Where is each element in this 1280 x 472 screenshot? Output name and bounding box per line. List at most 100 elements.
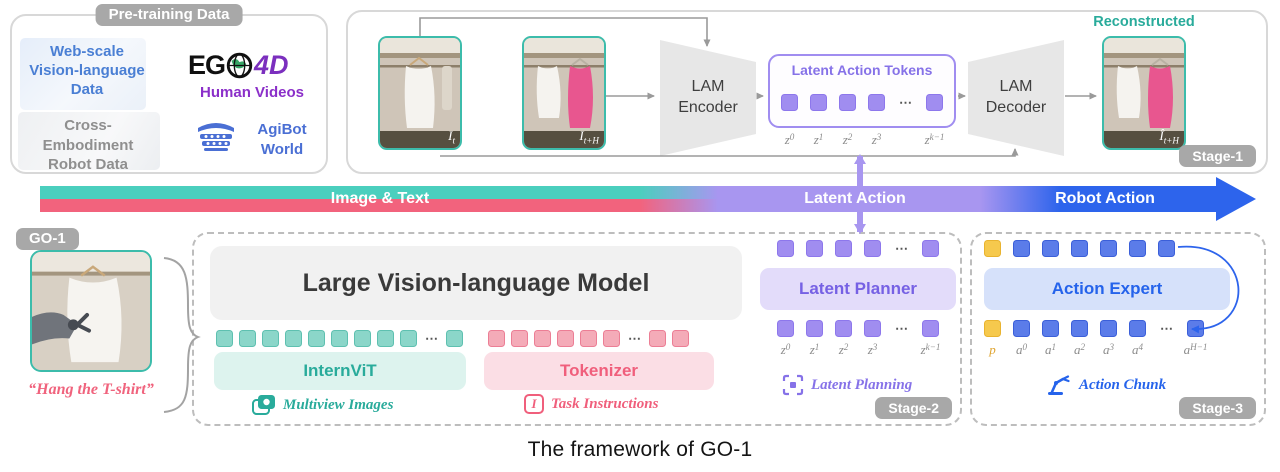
text-token-square — [649, 330, 666, 347]
bar-label-latent-action: Latent Action — [804, 190, 906, 207]
latent-token-square — [864, 320, 881, 337]
action-token-square — [1013, 320, 1030, 337]
latent-token-square — [806, 240, 823, 257]
stage1-badge: Stage-1 — [1179, 145, 1256, 167]
frame-t-plus-h-label: It+H — [579, 128, 599, 146]
action-input-token-strip: ⋯ — [984, 320, 1204, 337]
stage2-badge: Stage-2 — [875, 397, 952, 419]
multiview-images-label: Multiview Images — [283, 396, 394, 413]
token-label-spacer — [1158, 342, 1175, 358]
human-videos-label: Human Videos — [200, 84, 304, 101]
pipeline-bar-top-band — [40, 186, 1216, 199]
colosseum-icon — [198, 123, 234, 151]
latent-planning-caption: Latent Planning — [782, 374, 912, 396]
token-label-spacer — [897, 132, 914, 148]
figure-caption: The framework of GO-1 — [527, 438, 753, 461]
task-instructions-label: Task Instructions — [551, 395, 659, 412]
go1-badge: GO-1 — [16, 228, 79, 250]
task-instructions-icon: I — [524, 394, 544, 414]
text-token-strip: ⋯ — [488, 330, 689, 347]
planner-output-token-strip: ⋯ — [777, 240, 939, 257]
image-token-square — [446, 330, 463, 347]
action-token-square — [1100, 240, 1117, 257]
ellipsis: ⋯ — [425, 330, 438, 346]
ego4d-logo-4d: 4D — [254, 50, 289, 80]
agibot-world-label: AgiBot World — [257, 121, 307, 158]
stage1-token-strip: ⋯ — [781, 94, 943, 111]
pipeline-arrowhead — [1216, 177, 1256, 221]
pipeline-bar-bottom-band — [40, 199, 1216, 212]
bar-label-robot-action: Robot Action — [1055, 190, 1155, 207]
image-token-square — [239, 330, 256, 347]
ellipsis: ⋯ — [899, 94, 912, 110]
ego4d-logo-eg: EG — [188, 50, 226, 80]
task-instructions-caption: I Task Instructions — [524, 394, 658, 414]
image-token-square — [285, 330, 302, 347]
text-token-square — [603, 330, 620, 347]
lam-decoder: LAM Decoder — [968, 40, 1064, 156]
action-token-square — [1071, 320, 1088, 337]
reconstructed-label: Reconstructed — [1093, 14, 1195, 30]
image-token-square — [400, 330, 417, 347]
latent-token-square — [777, 320, 794, 337]
robot-task-photo — [30, 250, 152, 372]
action-chunk-label: Action Chunk — [1079, 376, 1167, 393]
frame-t-photo: It — [378, 36, 462, 150]
frame-t-plus-h-photo: It+H — [522, 36, 606, 150]
image-token-square — [354, 330, 371, 347]
cross-embodiment-label: Cross-Embodiment Robot Data — [42, 117, 134, 173]
latent-token-square — [922, 320, 939, 337]
bar-label-image-text: Image & Text — [330, 190, 430, 207]
action-output-token-strip — [984, 240, 1175, 257]
planner-input-token-strip: ⋯ — [777, 320, 939, 337]
text-token-square — [672, 330, 689, 347]
ego4d-logo: EG 4D — [188, 50, 289, 81]
multiview-images-icon — [252, 395, 275, 415]
ellipsis: ⋯ — [1160, 320, 1173, 336]
ellipsis: ⋯ — [628, 330, 641, 346]
latent-token-square — [806, 320, 823, 337]
ellipsis: ⋯ — [895, 320, 908, 336]
latent-planner-block: Latent Planner — [760, 268, 956, 310]
latent-token-square — [868, 94, 885, 111]
task-instruction-text: “Hang the T-shirt” — [28, 381, 154, 398]
proprio-token-square — [984, 240, 1001, 257]
tokenizer-block: Tokenizer — [484, 352, 714, 390]
action-token-square — [1129, 320, 1146, 337]
latent-planning-icon — [782, 374, 804, 396]
stage3-badge: Stage-3 — [1179, 397, 1256, 419]
latent-token-square — [839, 94, 856, 111]
globe-icon — [226, 52, 253, 79]
action-token-square — [1071, 240, 1088, 257]
action-token-square — [1187, 320, 1204, 337]
action-token-square — [1129, 240, 1146, 257]
robot-data-collage — [18, 112, 160, 170]
text-token-square — [580, 330, 597, 347]
latent-token-square — [810, 94, 827, 111]
latent-token-square — [835, 240, 852, 257]
action-token-square — [1100, 320, 1117, 337]
robot-arm-icon — [1048, 375, 1070, 395]
image-token-square — [262, 330, 279, 347]
text-token-square — [557, 330, 574, 347]
text-token-square — [488, 330, 505, 347]
latent-token-square — [926, 94, 943, 111]
latent-token-square — [781, 94, 798, 111]
latent-token-square — [777, 240, 794, 257]
multiview-images-caption: Multiview Images — [252, 394, 393, 416]
action-chunk-caption: Action Chunk — [1046, 374, 1166, 396]
action-token-square — [1042, 240, 1059, 257]
